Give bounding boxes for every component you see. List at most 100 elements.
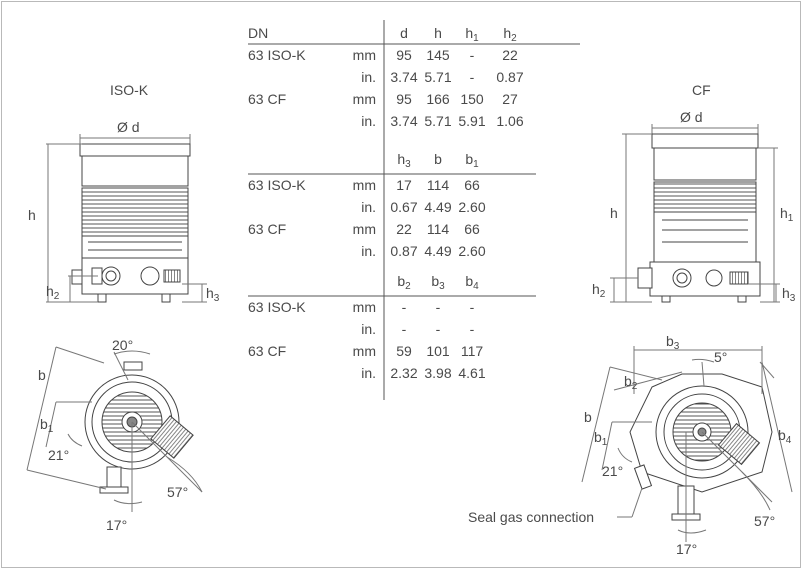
- table-value-cell: -: [470, 47, 475, 63]
- table-value-cell: 2.32: [390, 365, 417, 381]
- table-value-cell: -: [436, 299, 441, 315]
- isok-h2-label: h2: [46, 283, 60, 302]
- table-value-cell: 1.06: [496, 113, 523, 129]
- table-value-cell: 4.49: [424, 199, 451, 215]
- table-value-cell: 166: [426, 91, 450, 107]
- cf-h3-label: h3: [782, 285, 796, 304]
- cf-h-label: h: [610, 205, 618, 221]
- table-dn-cell: 63 ISO-K: [248, 177, 306, 193]
- table-unit-cell: mm: [353, 221, 376, 237]
- table-header-cell: h3: [397, 151, 411, 170]
- table-value-cell: 95: [396, 91, 412, 107]
- table-header-cell: h: [434, 25, 442, 41]
- cf-flange: [651, 133, 759, 149]
- cf-cooling-fins: [653, 181, 757, 213]
- table-header-dn: DN: [248, 25, 268, 41]
- table-dn-cell: 63 CF: [248, 221, 286, 237]
- table-unit-cell: in.: [361, 113, 376, 129]
- table-dn-cell: 63 CF: [248, 343, 286, 359]
- isok-port-flange: [99, 486, 129, 494]
- table-header-cell: b3: [431, 273, 445, 292]
- table-value-cell: 2.60: [458, 243, 485, 259]
- table-header-cell: h2: [503, 25, 517, 44]
- table-value-cell: 66: [464, 221, 480, 237]
- table-unit-cell: mm: [353, 47, 376, 63]
- isok-diameter-label: Ø d: [117, 119, 140, 135]
- isok-electronics-top: [150, 415, 194, 459]
- table-value-cell: 5.71: [424, 113, 451, 129]
- table-header-cell: b1: [465, 151, 479, 170]
- cf-top-view: b3 5° b2 b b1 21° b4 57° 17° Seal gas co…: [468, 333, 793, 557]
- cf-seal-gas-port: [637, 267, 653, 289]
- isok-b1-label: b1: [40, 416, 54, 435]
- table-value-cell: 114: [427, 221, 450, 237]
- table-value-cell: -: [470, 321, 475, 337]
- table-unit-cell: in.: [361, 365, 376, 381]
- table-dn-cell: 63 ISO-K: [248, 299, 306, 315]
- cf-b2-label: b2: [624, 373, 638, 392]
- table-value-cell: 3.74: [390, 69, 417, 85]
- table-unit-cell: in.: [361, 321, 376, 337]
- cf-b-dim-line: [581, 366, 611, 483]
- isok-lower-body: [81, 235, 189, 259]
- table-unit-cell: mm: [353, 343, 376, 359]
- isok-angle-20: 20°: [112, 337, 133, 353]
- isok-angle-17: 17°: [106, 517, 127, 533]
- table-value-cell: -: [436, 321, 441, 337]
- cf-side-view: CF Ø d h h1 h2 h3: [592, 82, 796, 304]
- cf-b4-label: b4: [778, 427, 792, 446]
- table-value-cell: 95: [396, 47, 412, 63]
- seal-gas-leader: [631, 487, 643, 518]
- table-value-cell: -: [470, 69, 475, 85]
- table-header-cell: d: [400, 25, 408, 41]
- cf-b1-label: b1: [594, 429, 608, 448]
- table-value-cell: 114: [427, 177, 450, 193]
- table-header-cell: b: [434, 151, 442, 167]
- table-value-cell: 0.67: [390, 199, 417, 215]
- cf-diameter-label: Ø d: [680, 109, 703, 125]
- table-header-cell: b4: [465, 273, 479, 292]
- isok-title: ISO-K: [110, 82, 149, 98]
- isok-angle-21: 21°: [48, 447, 69, 463]
- table-value-cell: 117: [461, 343, 484, 359]
- isok-flange: [79, 143, 191, 157]
- cf-angle-5: 5°: [714, 349, 727, 365]
- table-unit-cell: in.: [361, 199, 376, 215]
- cf-angle-57: 57°: [754, 513, 775, 529]
- cf-title: CF: [692, 82, 711, 98]
- table-value-cell: -: [402, 299, 407, 315]
- table-dn-cell: 63 CF: [248, 91, 286, 107]
- table-unit-cell: mm: [353, 91, 376, 107]
- table-value-cell: -: [402, 321, 407, 337]
- table-header-row2: h3 b b1: [397, 151, 479, 170]
- table-value-cell: 0.87: [390, 243, 417, 259]
- table-unit-cell: mm: [353, 177, 376, 193]
- isok-h-label: h: [28, 207, 36, 223]
- table-unit-cell: mm: [353, 299, 376, 315]
- table-value-cell: 27: [502, 91, 518, 107]
- cf-electronics-top: [717, 422, 761, 466]
- table-value-cell: 5.91: [458, 113, 485, 129]
- table-value-cell: 22: [396, 221, 412, 237]
- table-value-cell: 0.87: [496, 69, 523, 85]
- cf-b3-label: b3: [666, 333, 680, 352]
- isok-b-dim-line: [26, 346, 57, 471]
- isok-b-label: b: [38, 367, 46, 383]
- isok-h3-label: h3: [206, 285, 220, 304]
- seal-gas-label: Seal gas connection: [468, 509, 594, 525]
- table-unit-cell: in.: [361, 243, 376, 259]
- table-value-cell: 145: [426, 47, 450, 63]
- isok-angle-57: 57°: [167, 484, 188, 500]
- isok-side-view: ISO-K Ø d h h2: [28, 82, 220, 304]
- table-value-cell: 3.98: [424, 365, 451, 381]
- table-value-cell: 59: [396, 343, 412, 359]
- table-value-cell: 150: [460, 91, 484, 107]
